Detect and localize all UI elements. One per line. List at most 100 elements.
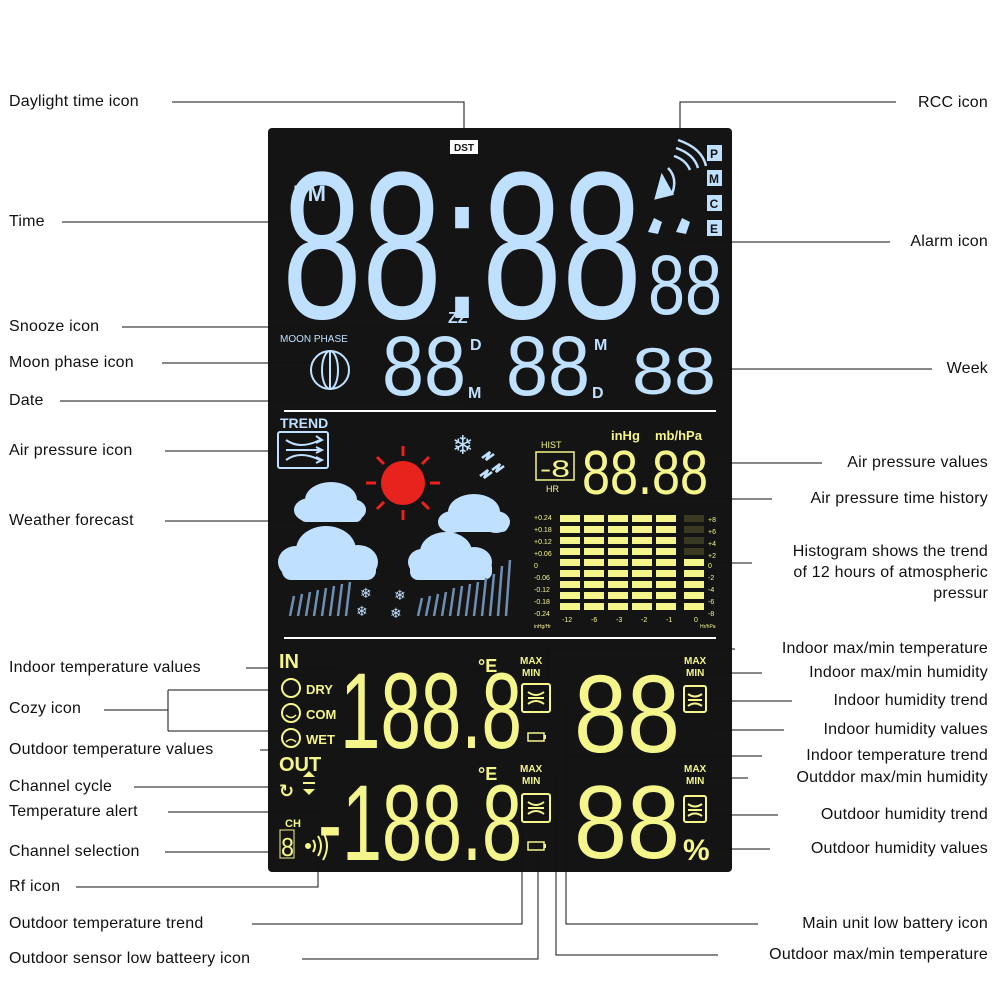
leader-dst	[172, 101, 465, 140]
histogram-segment	[656, 515, 676, 522]
histogram-segment	[560, 548, 580, 555]
histogram-segment	[584, 548, 604, 555]
in-label: IN	[279, 651, 299, 673]
histogram-segment	[632, 581, 652, 588]
rain-icon-right	[416, 559, 512, 617]
hist-right-tick-2: +4	[708, 541, 716, 548]
hist-digit: -8	[540, 456, 570, 483]
histogram-segment	[608, 537, 628, 544]
histogram-segment	[584, 592, 604, 599]
histogram-left-scale: +0.24 +0.18 +0.12 +0.06 0 -0.06 -0.12 -0…	[534, 515, 552, 630]
hist-left-tick-6: -0.12	[534, 587, 550, 594]
label-time: Time	[9, 213, 45, 230]
hist-right-tick-5: -2	[708, 575, 714, 582]
label-main-unit-low-battery-icon: Main unit low battery icon	[802, 915, 988, 932]
histogram-segment	[608, 526, 628, 533]
leader-rf	[76, 860, 319, 888]
leader-outdoor-battery	[302, 846, 539, 960]
hist-left-tick-0: +0.24	[534, 515, 552, 522]
pmce-m: M	[709, 172, 719, 186]
date-d-indicator-2: D	[592, 385, 604, 402]
label-outdoor-humidity-trend: Outdoor humidity trend	[820, 806, 988, 823]
hist-left-tick-3: +0.06	[534, 551, 552, 558]
histogram-segment	[684, 526, 704, 533]
label-indoor-humidity-values: Indoor humidity values	[823, 721, 988, 738]
histogram-segment	[656, 537, 676, 544]
histogram-segment	[584, 537, 604, 544]
label-outdoor-temperature-trend: Outdoor temperature trend	[9, 915, 204, 932]
histogram-segment	[632, 570, 652, 577]
histogram-segment	[608, 603, 628, 610]
histogram-segment	[632, 548, 652, 555]
hist-left-tick-4: 0	[534, 563, 538, 570]
hist-bottom-tick-3: -2	[641, 617, 647, 624]
hist-bottom-tick-1: -6	[591, 617, 597, 624]
mbhpa-unit: mb/hPa	[655, 428, 703, 443]
histogram-segment	[608, 515, 628, 522]
outdoor-humidity-max: MAX	[684, 764, 707, 775]
moon-phase-icon	[310, 350, 350, 390]
hist-label: HIST	[541, 440, 562, 450]
wet-label: WET	[306, 732, 335, 747]
histogram-segment	[684, 537, 704, 544]
outdoor-temp-max: MAX	[520, 764, 543, 775]
leader-indoor-maxmin-temp	[547, 648, 735, 678]
hist-right-tick-7: -6	[708, 599, 714, 606]
histogram-bottom-scale: -12 -6 -3 -2 -1 0	[562, 617, 698, 624]
histogram-segment	[656, 570, 676, 577]
leader-outdoor-maxmin-temp	[555, 778, 718, 956]
leader-outdoor-trend	[252, 820, 523, 925]
inhg-unit: inHg	[611, 428, 640, 443]
histogram-segment	[656, 559, 676, 566]
label-date: Date	[9, 392, 44, 409]
pm-indicator: PM	[293, 181, 326, 206]
indoor-humidity-max: MAX	[684, 656, 707, 667]
label-channel-cycle: Channel cycle	[9, 778, 113, 795]
histogram-segment	[584, 515, 604, 522]
histogram-segment	[656, 526, 676, 533]
hist-right-tick-0: +8	[708, 517, 716, 524]
dry-label: DRY	[306, 682, 333, 697]
snowflake-small-icon-2: ❄	[356, 603, 368, 619]
histogram-bars	[560, 515, 704, 610]
channel-selection-box	[279, 829, 295, 859]
cloud-icon-right	[438, 494, 510, 533]
leader-main-battery	[565, 730, 758, 925]
label-outdoor-sensor-low-battery-icon: Outdoor sensor low batteery icon	[9, 950, 251, 967]
com-label: COM	[306, 707, 336, 722]
hist-left-tick-5: -0.06	[534, 575, 550, 582]
air-pressure-trend-icon	[277, 431, 329, 469]
face-wet-icon	[281, 728, 301, 748]
histogram-segment	[684, 581, 704, 588]
histogram-segment	[684, 559, 704, 566]
snowflake-icon: ❄	[452, 430, 474, 460]
histogram-segment	[560, 581, 580, 588]
alarm-bell-icon-1	[648, 218, 662, 234]
cloud-icon-small	[294, 482, 366, 522]
percent-sign: %	[683, 834, 710, 867]
leader-date	[60, 396, 469, 402]
histogram-segment	[560, 570, 580, 577]
hist-bottom-tick-2: -3	[616, 617, 622, 624]
storm-icon	[479, 451, 505, 479]
hist-left-tick-2: +0.12	[534, 539, 552, 546]
pressure-digits: 88.88	[582, 439, 708, 508]
channel-cycle-icon: ↻	[279, 781, 294, 801]
week-digits: 88	[632, 334, 716, 408]
histogram-segment	[684, 548, 704, 555]
histogram-segment	[560, 603, 580, 610]
hist-left-tick-7: -0.18	[534, 599, 550, 606]
rcc-icon	[654, 138, 708, 200]
histogram-segment	[584, 570, 604, 577]
hist-right-tick-8: -8	[708, 611, 714, 618]
dst-text: DST	[454, 143, 474, 154]
outdoor-humidity-trend-icon	[683, 795, 707, 823]
outdoor-temp-unit: °E	[478, 764, 497, 784]
time-digits: 88:88	[282, 128, 642, 363]
histogram-segment	[560, 559, 580, 566]
histogram-segment	[584, 603, 604, 610]
hist-left-tick-1: +0.18	[534, 527, 552, 534]
label-air-pressure-icon: Air pressure icon	[9, 442, 133, 459]
label-indoor-max-min-humidity: Indoor max/min humidity	[809, 664, 988, 681]
